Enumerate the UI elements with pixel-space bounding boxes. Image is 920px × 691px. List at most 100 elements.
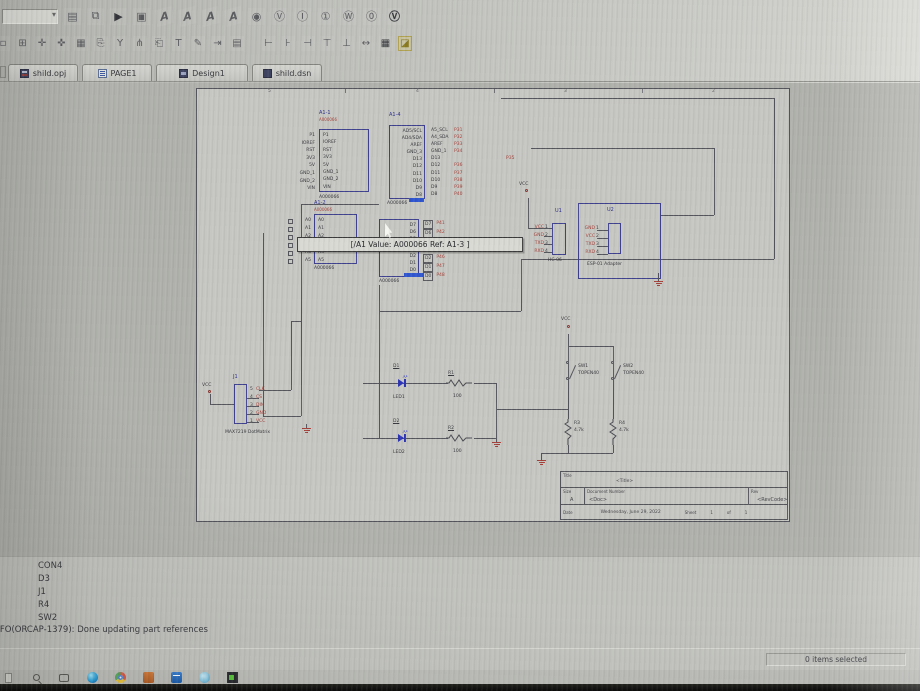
- start-button[interactable]: [2, 672, 14, 684]
- export-document-icon[interactable]: ⎘: [93, 35, 108, 51]
- wire-segment: [568, 445, 569, 453]
- wire-segment: [544, 236, 552, 237]
- wire-segment: [291, 321, 301, 322]
- chrome-icon[interactable]: [114, 672, 126, 684]
- current-marker-icon[interactable]: Ⓘ: [294, 7, 311, 25]
- snap-grid-icon[interactable]: ▫: [0, 35, 10, 51]
- edit-properties-icon[interactable]: ✎: [191, 35, 205, 51]
- wire-segment: [568, 346, 613, 347]
- power-marker-icon[interactable]: Ⓦ: [340, 7, 357, 25]
- grid-settings-icon[interactable]: ▦: [378, 35, 393, 51]
- align-bottom-icon[interactable]: ⊥: [339, 35, 354, 51]
- part-body[interactable]: [608, 223, 621, 254]
- sw1-ref: SW1: [578, 364, 589, 369]
- part-number: A000066: [319, 195, 340, 200]
- notes-icon[interactable]: ◪: [398, 35, 412, 51]
- tab-scroll-fragment[interactable]: [0, 66, 6, 78]
- tab[interactable]: Design1: [156, 64, 248, 81]
- orcad-icon[interactable]: [226, 672, 238, 684]
- annotate-icon[interactable]: A: [178, 5, 197, 27]
- part-label: ESP-01 Adapter: [587, 262, 622, 267]
- part-body[interactable]: [552, 223, 566, 255]
- new-document-icon[interactable]: ▤: [64, 7, 81, 25]
- align-center-icon[interactable]: ⊦: [281, 35, 295, 51]
- align-left-icon[interactable]: ⊢: [261, 35, 276, 51]
- ref-line: J1: [38, 587, 46, 597]
- search-icon[interactable]: [30, 672, 42, 684]
- distribute-icon[interactable]: ↔: [359, 35, 373, 51]
- value-tooltip: [/A1 Value: A000066 Ref: A1-3 ]: [297, 237, 523, 252]
- vcc-label: VCC: [202, 383, 212, 388]
- wire-segment: [531, 148, 714, 149]
- align-right-icon[interactable]: ⊣: [300, 35, 315, 51]
- store-icon[interactable]: [142, 672, 154, 684]
- r1-ref: R1: [448, 371, 454, 376]
- align-top-icon[interactable]: ⊤: [320, 35, 334, 51]
- voltage-marker-icon[interactable]: Ⓥ: [271, 7, 288, 25]
- tab[interactable]: shild.opj: [8, 64, 78, 81]
- mail-icon[interactable]: [170, 672, 182, 684]
- bias-one-icon[interactable]: ①: [317, 7, 334, 25]
- bias-zero-icon[interactable]: ⓪: [363, 7, 380, 25]
- ref-line: SW2: [38, 613, 58, 623]
- zoom-combo[interactable]: [2, 8, 58, 24]
- drag-tool-icon[interactable]: ✜: [54, 35, 69, 51]
- r4-value: 4.7k: [619, 428, 629, 433]
- move-tool-icon[interactable]: ✛: [35, 35, 49, 51]
- place-wire-icon[interactable]: Y: [113, 35, 127, 51]
- toolbar-draw-icons: ▫ ⊞ ✛ ✜ ▦ ⎘ Y ⋔ ⎗ T ✎ ⇥ ▤ ⊢ ⊦ ⊣ ⊤ ⊥ ↔ ▦ ◪: [0, 35, 412, 51]
- led-symbol[interactable]: ↗↗: [398, 429, 408, 442]
- part-number: A000066: [387, 201, 408, 206]
- run-simulation-icon[interactable]: ▶: [110, 7, 127, 25]
- place-net-alias-icon[interactable]: ⎗: [152, 35, 166, 51]
- wire-segment: [210, 394, 211, 404]
- back-annotate-icon[interactable]: A: [201, 5, 220, 27]
- resistor-symbol[interactable]: [446, 434, 472, 442]
- led-symbol[interactable]: ↗↗: [398, 374, 408, 387]
- wire-segment: [363, 383, 448, 384]
- project-window-icon[interactable]: ⊞: [15, 35, 30, 51]
- tab[interactable]: shild.dsn: [252, 64, 322, 81]
- wire-segment: [259, 390, 291, 391]
- go-to-icon[interactable]: ⇥: [210, 35, 225, 51]
- vcc-label: VCC: [519, 182, 529, 187]
- part-body[interactable]: [234, 384, 247, 424]
- design-rules-check-icon[interactable]: ◉: [248, 7, 265, 25]
- ref-designator: J1: [233, 374, 238, 380]
- resistor-symbol[interactable]: [446, 379, 472, 387]
- vcc-label: VCC: [561, 317, 571, 322]
- wire-segment: [597, 230, 608, 231]
- tab[interactable]: PAGE1: [82, 64, 152, 81]
- probe-marker-icon[interactable]: Ⓥ: [386, 7, 403, 25]
- edit-part-icon[interactable]: A: [155, 5, 174, 27]
- hierarchical-block[interactable]: [578, 203, 661, 279]
- netlist-icon[interactable]: ▤: [230, 35, 244, 51]
- task-view-icon[interactable]: [58, 672, 70, 684]
- open-document-icon[interactable]: ⧉: [87, 7, 104, 25]
- r2-value: 100: [453, 449, 462, 454]
- wire-segment: [496, 383, 497, 438]
- place-part-icon[interactable]: ▦: [74, 35, 88, 51]
- resistor-symbol[interactable]: [609, 419, 617, 445]
- place-text-icon[interactable]: T: [171, 35, 186, 51]
- ref-line: D3: [38, 574, 50, 584]
- sw2-ref: SW2: [623, 364, 634, 369]
- view-simulation-icon[interactable]: ▣: [133, 7, 150, 25]
- edge-icon[interactable]: [86, 672, 98, 684]
- wire-segment: [501, 98, 774, 99]
- update-properties-icon[interactable]: A: [224, 5, 243, 27]
- resistor-symbol[interactable]: [564, 419, 572, 445]
- tab-icon: [179, 68, 189, 78]
- zone-label: 4: [416, 89, 419, 94]
- size-value: A: [570, 497, 574, 503]
- browser-icon[interactable]: [198, 672, 210, 684]
- vcc-symbol: [525, 189, 528, 192]
- place-bus-icon[interactable]: ⋔: [132, 35, 147, 51]
- ground-symbol: [654, 277, 663, 287]
